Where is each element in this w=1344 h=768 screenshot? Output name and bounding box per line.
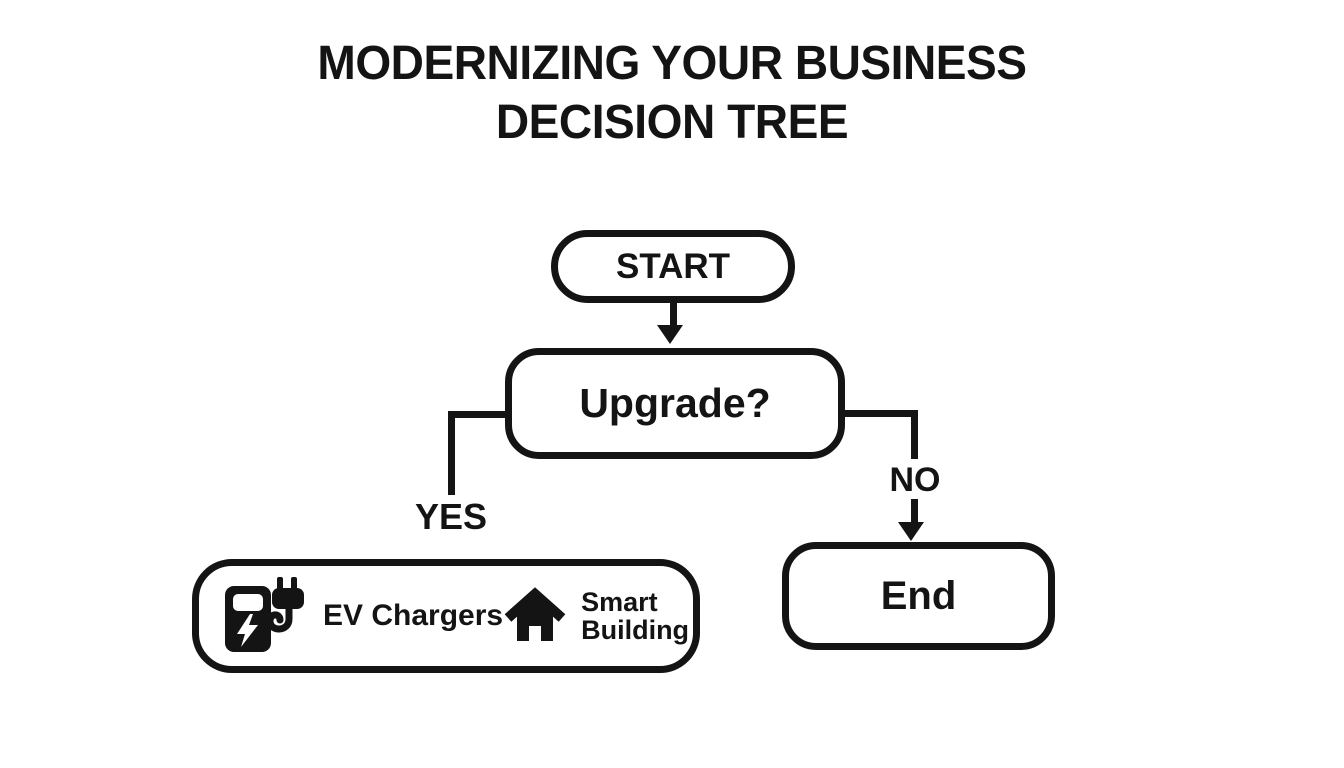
ev-chargers-label: EV Chargers <box>323 599 504 632</box>
yes-branch-label: YES <box>414 496 488 537</box>
page-title: MODERNIZING YOUR BUSINESS DECISION TREE <box>27 34 1317 152</box>
no-to-end-arrow-shaft <box>911 499 918 524</box>
smart-building-label-line2: Building <box>581 615 690 645</box>
end-node: End <box>782 542 1055 650</box>
page-title-line1: MODERNIZING YOUR BUSINESS <box>317 37 1027 90</box>
smart-building-label-line1: Smart <box>581 587 658 617</box>
option-ev-chargers: EV Chargers <box>225 577 503 655</box>
option-smart-building: Smart Building <box>503 585 689 647</box>
yes-branch-line-horizontal <box>448 411 512 418</box>
decision-node: Upgrade? <box>505 348 845 459</box>
ev-charger-icon <box>225 577 311 655</box>
decision-node-label: Upgrade? <box>579 380 771 426</box>
no-branch-label: NO <box>889 461 941 499</box>
end-node-label: End <box>880 573 957 618</box>
arrow-down-icon <box>657 325 683 344</box>
smart-building-label: Smart Building <box>581 588 689 644</box>
no-branch-line-horizontal <box>838 410 918 417</box>
yes-result-box: EV Chargers Smart Building <box>192 559 700 673</box>
house-icon <box>503 585 567 647</box>
page-title-line2: DECISION TREE <box>495 96 849 149</box>
start-node: START <box>551 230 795 303</box>
no-branch-line-vertical <box>911 410 918 459</box>
arrow-down-icon <box>898 522 924 541</box>
start-to-decision-arrow-shaft <box>670 302 677 327</box>
start-node-label: START <box>615 246 731 286</box>
yes-branch-line-vertical <box>448 411 455 495</box>
